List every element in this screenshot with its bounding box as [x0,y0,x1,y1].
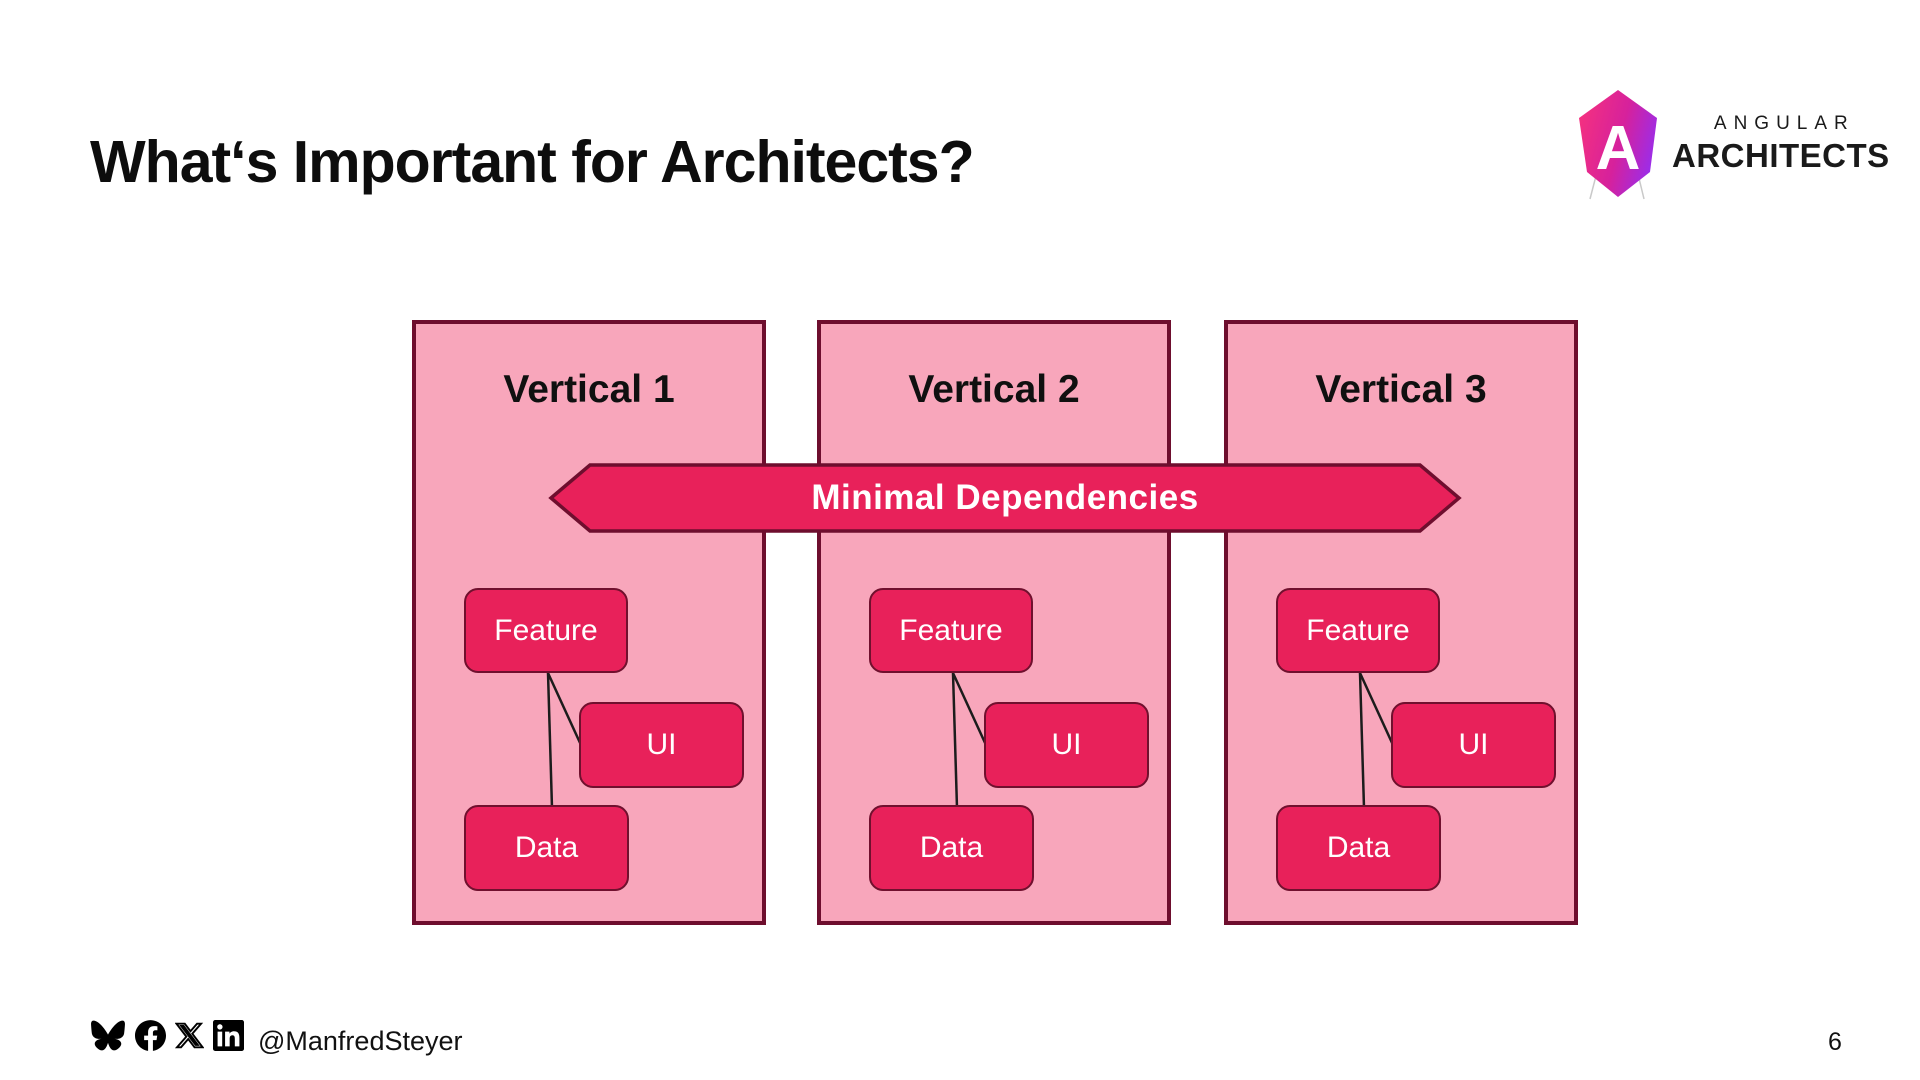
vertical-1-feature-node: Feature [464,588,628,673]
vertical-1-ui-node: UI [579,702,744,788]
logo-brand-top: ANGULAR [1713,113,1855,134]
x-icon [175,1022,204,1049]
page-title: What‘s Important for Architects? [90,129,975,195]
social-icons [90,1020,244,1051]
linkedin-icon [213,1020,244,1051]
double-arrow-shape [548,463,1462,533]
vertical-3-title: Vertical 3 [1315,368,1487,411]
vertical-3-data-node: Data [1276,805,1441,891]
vertical-1-title: Vertical 1 [503,368,675,411]
vertical-1-panel: Vertical 1 Feature UI Data [412,320,766,925]
vertical-2-ui-node: UI [984,702,1149,788]
angular-architects-logo: A ANGULAR ARCHITECTS [1574,88,1890,200]
logo-mark-letter: A [1596,114,1641,183]
vertical-2-data-node: Data [869,805,1034,891]
page-number: 6 [1828,1028,1842,1056]
minimal-dependencies-banner: Minimal Dependencies [548,462,1462,534]
facebook-icon [135,1020,166,1051]
vertical-1-data-node: Data [464,805,629,891]
vertical-3-feature-node: Feature [1276,588,1440,673]
angular-architects-logo-icon: A [1579,90,1657,200]
bluesky-icon [91,1020,125,1051]
vertical-2-title: Vertical 2 [908,368,1080,411]
logo-text: ANGULAR ARCHITECTS [1672,113,1890,175]
vertical-3-ui-node: UI [1391,702,1556,788]
vertical-2-panel: Vertical 2 Feature UI Data [817,320,1171,925]
banner-label: Minimal Dependencies [811,478,1199,517]
vertical-2-feature-node: Feature [869,588,1033,673]
logo-brand-bottom: ARCHITECTS [1672,137,1890,174]
vertical-3-panel: Vertical 3 Feature UI Data [1224,320,1578,925]
author-handle: @ManfredSteyer [258,1026,463,1056]
